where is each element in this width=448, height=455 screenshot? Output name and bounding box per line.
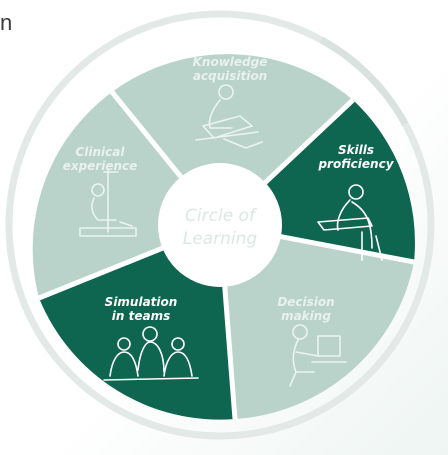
team-simulation-illustration bbox=[103, 326, 199, 381]
label-knowledge-line2: acquisition bbox=[193, 69, 267, 83]
label-clinical-line1: Clinical bbox=[75, 145, 125, 159]
clinical-care-illustration bbox=[79, 169, 137, 237]
outer-ring bbox=[5, 10, 435, 440]
center-label-line2: Learning bbox=[183, 229, 258, 249]
segment-decision-making[interactable] bbox=[220, 225, 414, 419]
reading-person-illustration bbox=[195, 84, 263, 149]
center-label-line1: Circle of bbox=[185, 206, 258, 226]
label-knowledge-line1: Knowledge bbox=[193, 55, 268, 69]
cropped-title-text: n bbox=[0, 10, 13, 35]
label-clinical-line2: experience bbox=[63, 159, 138, 173]
label-decision-line1: Decision bbox=[277, 295, 334, 309]
label-simulation-line1: Simulation bbox=[105, 295, 178, 309]
label-decision-line2: making bbox=[281, 309, 331, 323]
label-simulation-line2: in teams bbox=[112, 309, 170, 323]
computer-user-illustration bbox=[289, 324, 347, 387]
label-skills-line2: proficiency bbox=[317, 157, 394, 171]
label-skills-line1: Skills bbox=[338, 143, 374, 157]
working-person-illustration bbox=[317, 184, 383, 261]
segment-knowledge-acquisition[interactable] bbox=[112, 54, 353, 226]
center-circle bbox=[158, 163, 282, 287]
segment-clinical-experience[interactable] bbox=[32, 92, 220, 298]
